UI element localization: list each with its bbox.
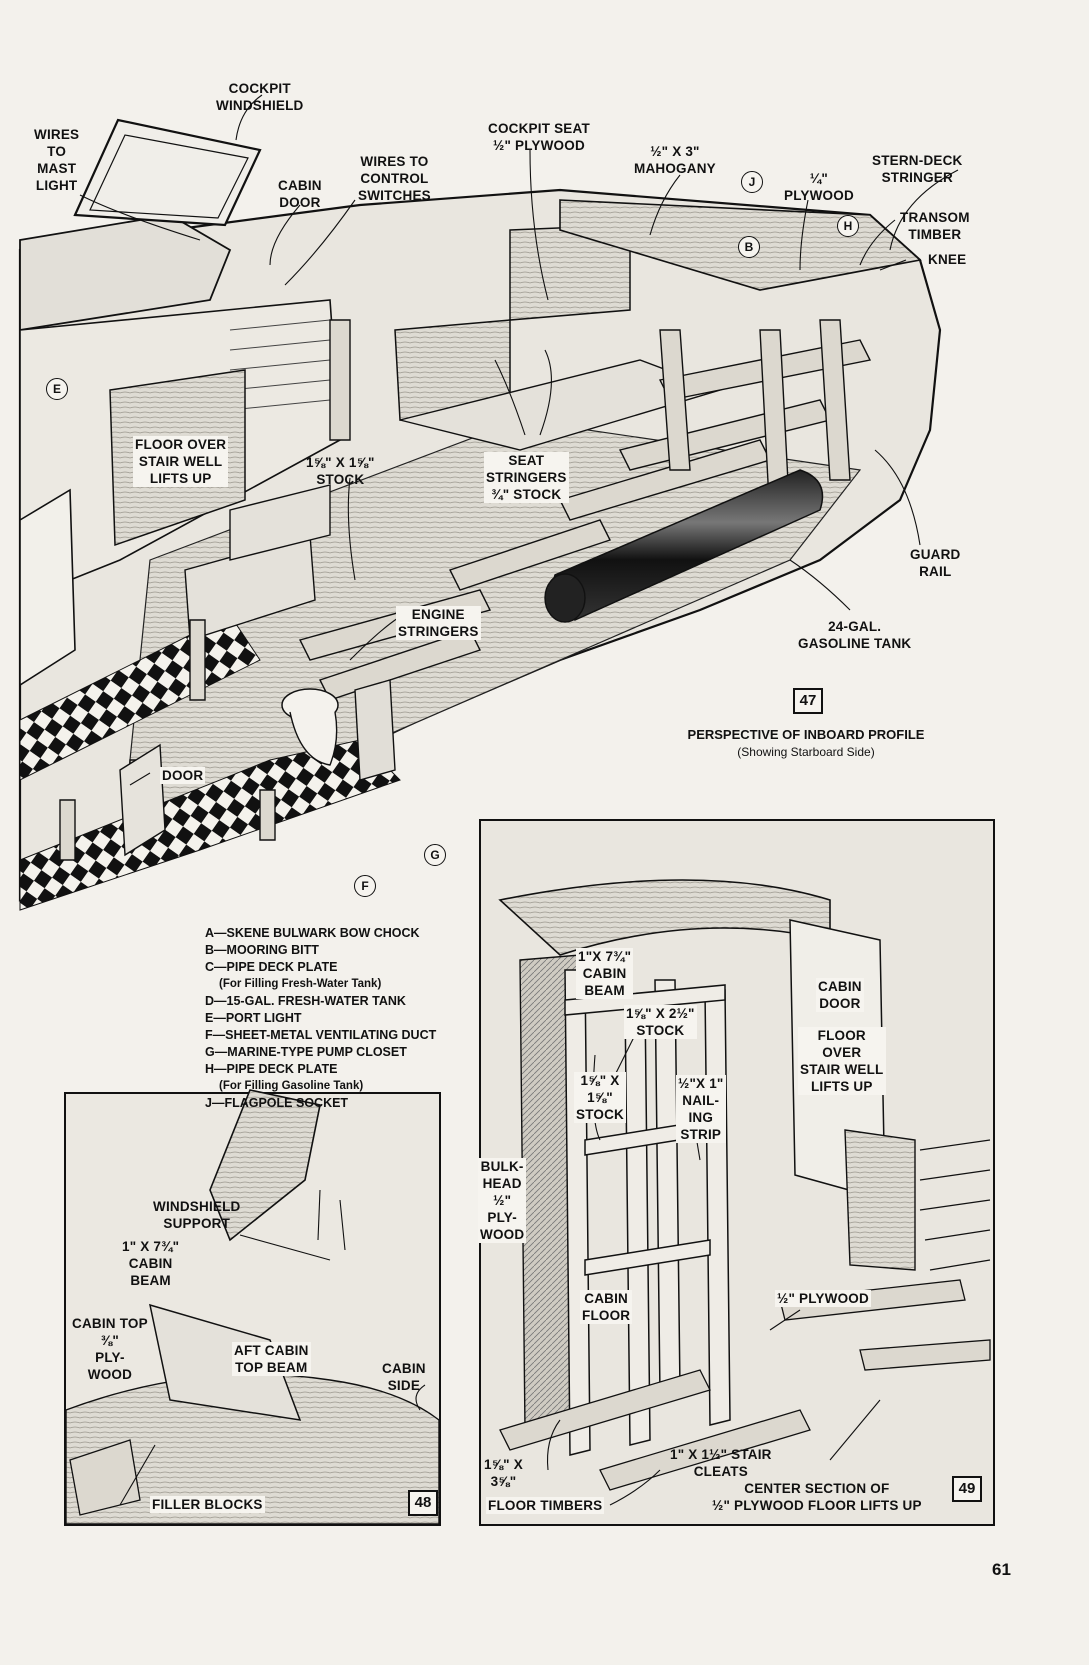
legend-text: H—PIPE DECK PLATE bbox=[205, 1062, 338, 1076]
legend-item: H—PIPE DECK PLATE (For Filling Gasoline T… bbox=[205, 1061, 505, 1095]
label-cabin-beam-49: 1"X 7¾" CABIN BEAM bbox=[576, 948, 634, 999]
figure-47-caption: PERSPECTIVE OF INBOARD PROFILE (Showing … bbox=[684, 726, 928, 761]
legend-text: F—SHEET-METAL VENTILATING DUCT bbox=[205, 1028, 437, 1042]
label-quarter-plywood: ¼" PLYWOOD bbox=[784, 171, 854, 203]
figure-47-caption-title: PERSPECTIVE OF INBOARD PROFILE bbox=[687, 727, 925, 742]
label-gasoline-tank: 24-GAL. GASOLINE TANK bbox=[798, 619, 912, 651]
figure-48-number: 48 bbox=[408, 1490, 438, 1516]
parts-legend: A—SKENE BULWARK BOW CHOCK B—MOORING BITT… bbox=[205, 925, 505, 1112]
callout-b: B bbox=[738, 236, 760, 258]
callout-h: H bbox=[837, 215, 859, 237]
label-nailing-strip: ½"X 1" NAIL- ING STRIP bbox=[676, 1075, 726, 1143]
legend-item: J—FLAGPOLE SOCKET bbox=[205, 1095, 505, 1112]
label-cabin-top: CABIN TOP ⅜" PLY- WOOD bbox=[72, 1316, 148, 1382]
legend-text: C—PIPE DECK PLATE bbox=[205, 960, 338, 974]
legend-item: C—PIPE DECK PLATE (For Filling Fresh-Wate… bbox=[205, 959, 505, 993]
label-mahogany: ½" X 3" MAHOGANY bbox=[634, 144, 716, 176]
callout-e: E bbox=[46, 378, 68, 400]
label-floor-over-49: FLOOR OVER STAIR WELL LIFTS UP bbox=[798, 1027, 886, 1095]
label-stair-cleats: 1" X 1½" STAIR CLEATS bbox=[670, 1447, 772, 1479]
label-center-section: CENTER SECTION OF ½" PLYWOOD FLOOR LIFTS… bbox=[712, 1481, 922, 1513]
label-floor-over-stair-well: FLOOR OVER STAIR WELL LIFTS UP bbox=[133, 436, 229, 487]
callout-j: J bbox=[741, 171, 763, 193]
label-transom-timber: TRANSOM TIMBER bbox=[900, 210, 970, 242]
label-floor-timbers-dim: 1⅝" X 3⅝" bbox=[484, 1457, 523, 1489]
label-cockpit-windshield: COCKPIT WINDSHIELD bbox=[216, 81, 304, 113]
label-wires-control-switches: WIRES TO CONTROL SWITCHES bbox=[358, 154, 431, 203]
legend-text: A—SKENE BULWARK BOW CHOCK bbox=[205, 926, 420, 940]
legend-note: (For Filling Fresh-Water Tank) bbox=[219, 978, 382, 990]
label-wires-mast-light: WIRES TO MAST LIGHT bbox=[34, 127, 80, 193]
label-stock-1-5-8: 1⅝" X 1⅝" STOCK bbox=[306, 455, 375, 487]
page-number: 61 bbox=[992, 1560, 1011, 1579]
label-stock-2-5-8: 1⅝" X 2½" STOCK bbox=[624, 1005, 697, 1039]
label-floor-timbers: FLOOR TIMBERS bbox=[486, 1497, 605, 1514]
legend-text: J—FLAGPOLE SOCKET bbox=[205, 1096, 349, 1110]
legend-item: F—SHEET-METAL VENTILATING DUCT bbox=[205, 1027, 505, 1044]
callout-g: G bbox=[424, 844, 446, 866]
figure-49-number: 49 bbox=[952, 1476, 982, 1502]
legend-note: (For Filling Gasoline Tank) bbox=[219, 1080, 364, 1092]
label-cabin-door-49: CABIN DOOR bbox=[816, 978, 864, 1012]
label-cockpit-seat: COCKPIT SEAT ½" PLYWOOD bbox=[488, 121, 590, 153]
label-stock-1-5-8-49: 1⅝" X 1⅝" STOCK bbox=[574, 1072, 627, 1123]
label-cabin-door: CABIN DOOR bbox=[278, 178, 322, 210]
label-stern-deck-stringer: STERN-DECK STRINGER bbox=[872, 153, 963, 185]
label-bulkhead: BULK- HEAD ½" PLY- WOOD bbox=[478, 1158, 527, 1243]
gasoline-tank-shape bbox=[544, 469, 824, 623]
figure-47-number: 47 bbox=[793, 688, 823, 714]
legend-item: D—15-GAL. FRESH-WATER TANK bbox=[205, 993, 505, 1010]
label-aft-cabin-top-beam: AFT CABIN TOP BEAM bbox=[232, 1342, 311, 1376]
label-engine-stringers: ENGINE STRINGERS bbox=[396, 606, 481, 640]
label-filler-blocks: FILLER BLOCKS bbox=[150, 1496, 265, 1513]
legend-text: D—15-GAL. FRESH-WATER TANK bbox=[205, 994, 406, 1008]
legend-text: B—MOORING BITT bbox=[205, 943, 319, 957]
legend-text: E—PORT LIGHT bbox=[205, 1011, 302, 1025]
label-seat-stringers: SEAT STRINGERS ¾" STOCK bbox=[484, 452, 569, 503]
label-cabin-floor: CABIN FLOOR bbox=[580, 1290, 633, 1324]
label-guard-rail: GUARD RAIL bbox=[910, 547, 961, 579]
label-cabin-beam-48: 1" X 7¾" CABIN BEAM bbox=[122, 1239, 180, 1288]
figure-47-caption-sub: (Showing Starboard Side) bbox=[737, 745, 875, 759]
legend-item: E—PORT LIGHT bbox=[205, 1010, 505, 1027]
label-door: DOOR bbox=[160, 767, 206, 784]
label-knee: KNEE bbox=[928, 252, 967, 267]
label-half-plywood: ½" PLYWOOD bbox=[775, 1290, 871, 1307]
label-windshield-support: WINDSHIELD SUPPORT bbox=[153, 1199, 241, 1231]
legend-item: B—MOORING BITT bbox=[205, 942, 505, 959]
legend-item: A—SKENE BULWARK BOW CHOCK bbox=[205, 925, 505, 942]
callout-f: F bbox=[354, 875, 376, 897]
legend-text: G—MARINE-TYPE PUMP CLOSET bbox=[205, 1045, 407, 1059]
legend-item: G—MARINE-TYPE PUMP CLOSET bbox=[205, 1044, 505, 1061]
label-cabin-side: CABIN SIDE bbox=[382, 1361, 426, 1393]
